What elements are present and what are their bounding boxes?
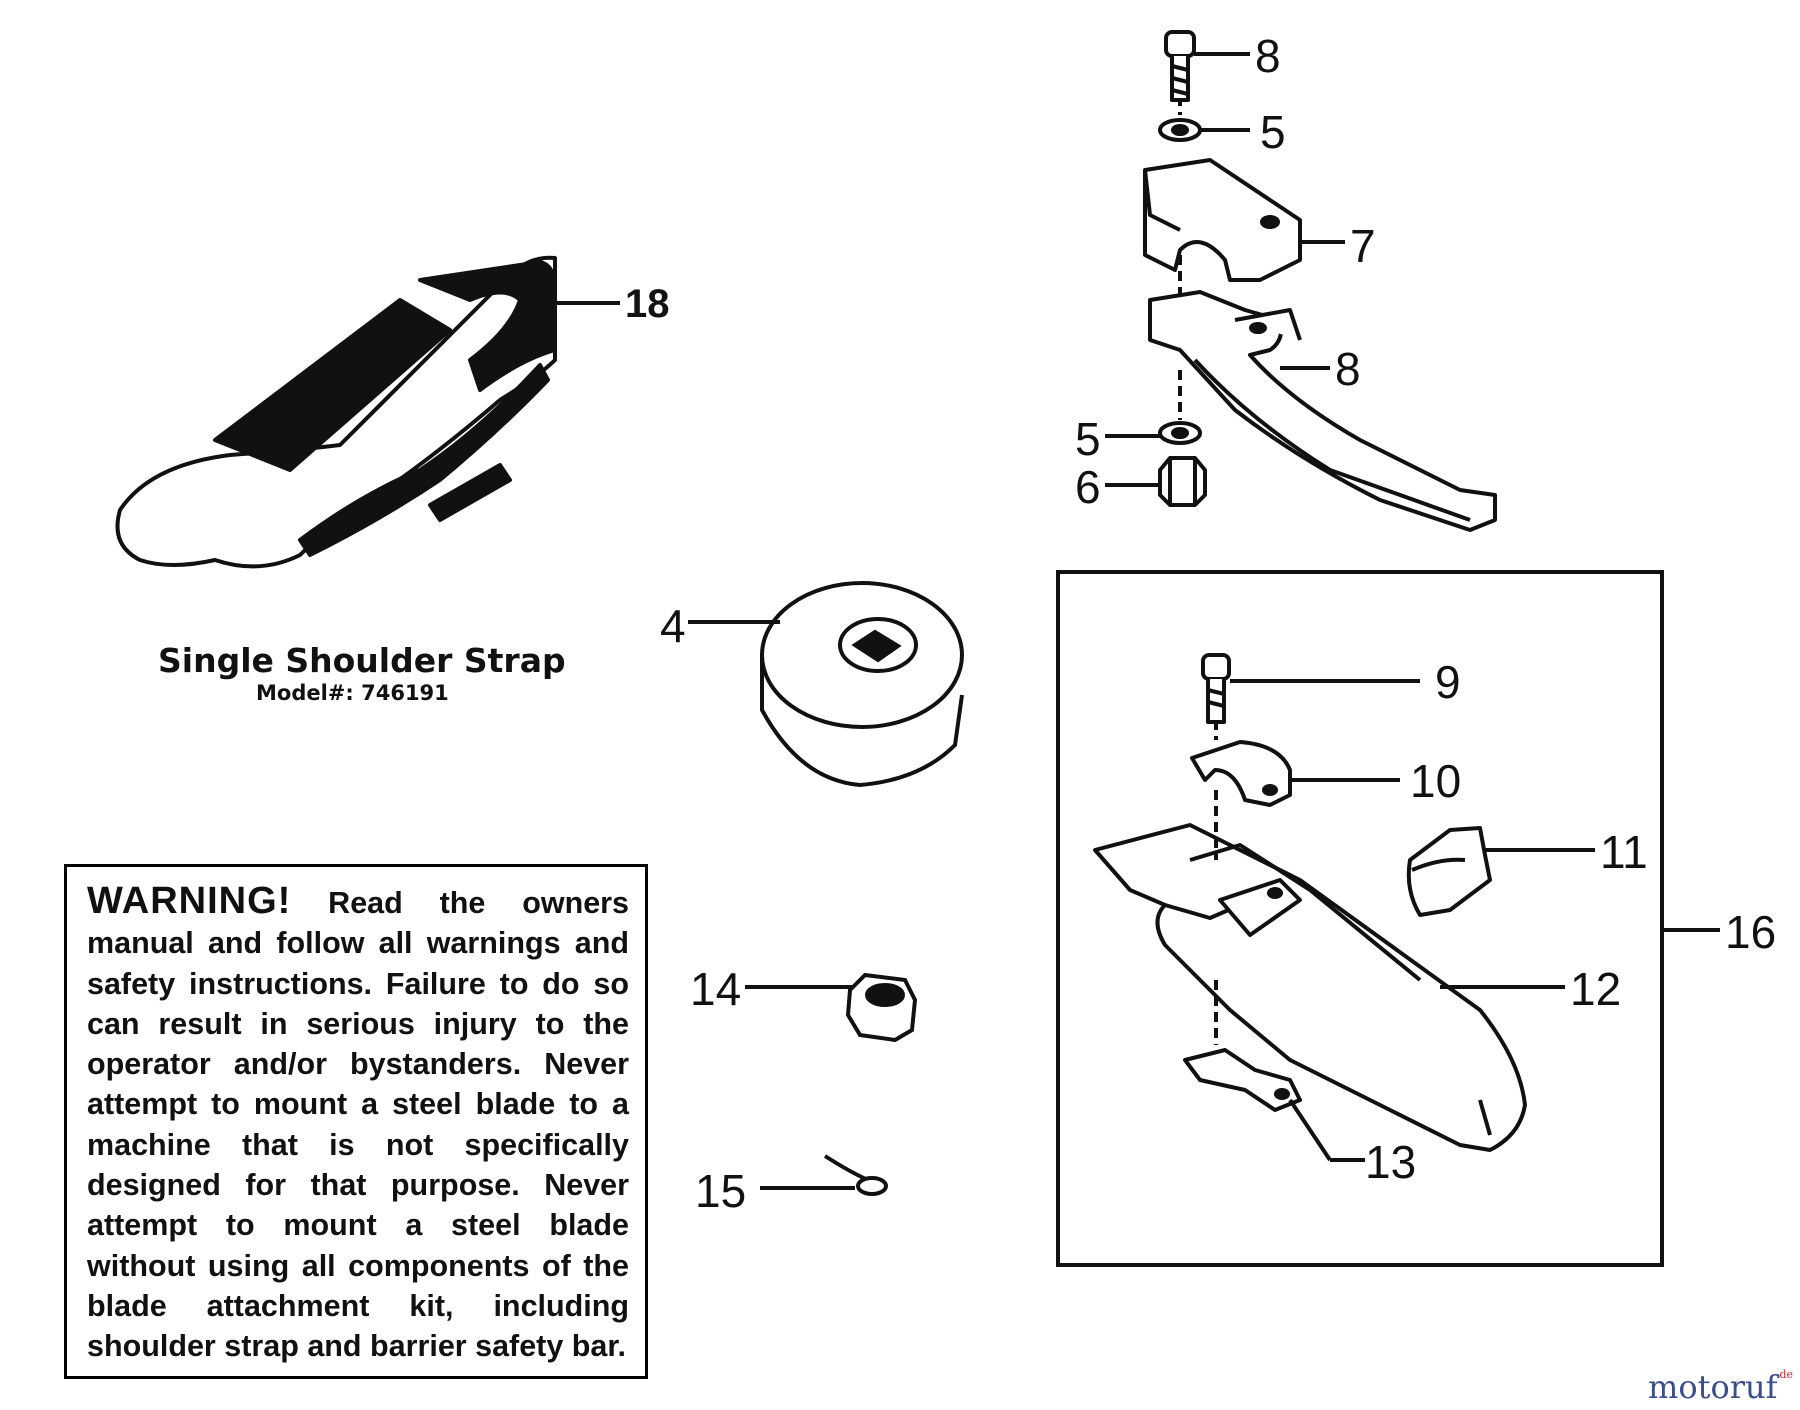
warning-body: Read the owners manual and follow all wa… [87, 886, 629, 1364]
callout-16: 16 [1725, 906, 1776, 958]
nut-14-drawing [845, 972, 918, 1043]
callout-7: 7 [1350, 220, 1376, 272]
top-clamp-assembly [1143, 30, 1497, 532]
cotter-pin-drawing [823, 1154, 888, 1196]
warning-box: WARNING! Read the owners manual and foll… [64, 864, 648, 1379]
warning-heading: WARNING! [87, 880, 292, 922]
callout-10: 10 [1410, 755, 1461, 807]
shoulder-strap-drawing [115, 255, 557, 569]
leader-13 [1288, 1098, 1332, 1162]
callout-15: 15 [695, 1165, 746, 1217]
callout-4: 4 [660, 600, 686, 652]
strap-model: Model#: 746191 [256, 681, 449, 705]
callout-5-low: 5 [1075, 413, 1101, 465]
spool-cap-drawing [760, 581, 964, 788]
kit-16-frame [1056, 570, 1664, 1267]
callout-12: 12 [1570, 963, 1621, 1015]
callout-13: 13 [1365, 1136, 1416, 1188]
watermark-suffix: .de [1776, 1368, 1793, 1381]
strap-title: Single Shoulder Strap [158, 641, 566, 680]
callout-8-mid: 8 [1335, 343, 1361, 395]
watermark: motoruf [1648, 1368, 1780, 1406]
callout-5-top: 5 [1260, 106, 1286, 158]
callout-18: 18 [625, 282, 670, 326]
callout-6: 6 [1075, 461, 1101, 513]
callout-9: 9 [1435, 656, 1461, 708]
callout-8-top: 8 [1255, 30, 1281, 82]
callout-11: 11 [1600, 826, 1648, 878]
warning-text: WARNING! Read the owners manual and foll… [87, 881, 629, 1367]
kit-16-drawing [1093, 653, 1527, 1152]
callout-14: 14 [690, 963, 741, 1015]
